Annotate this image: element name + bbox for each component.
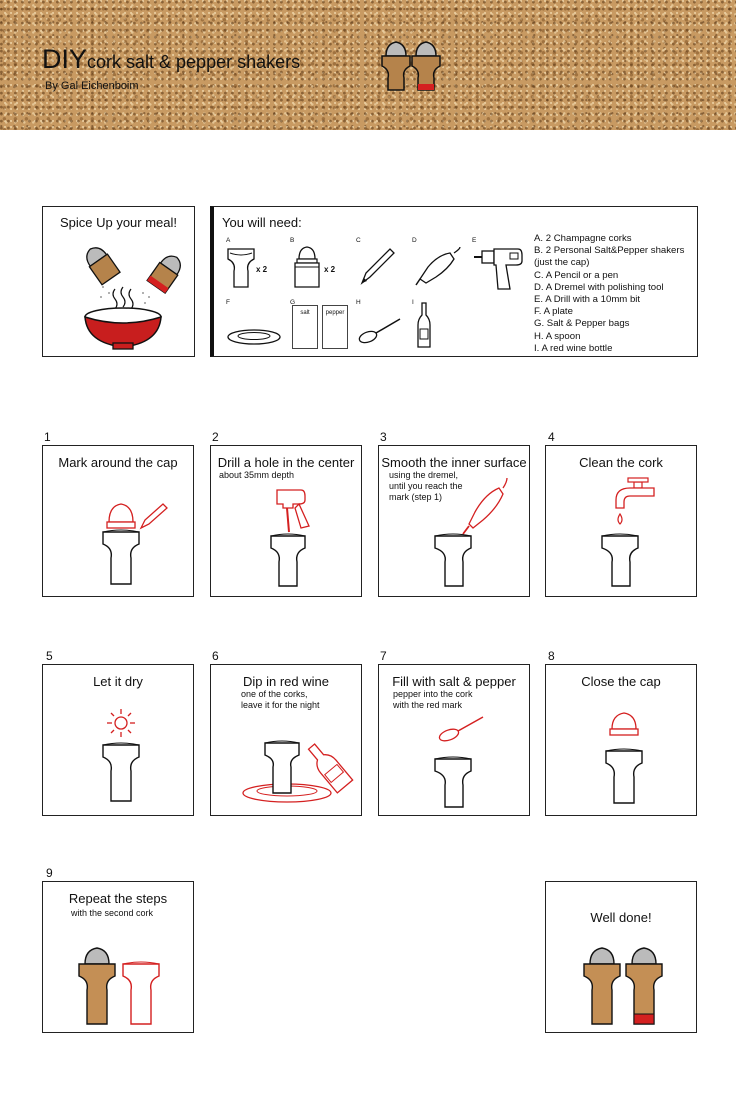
step-panel-1: Mark around the cap bbox=[42, 445, 194, 597]
cork-texture-banner bbox=[0, 0, 736, 130]
step-subtitle: with the red mark bbox=[393, 700, 463, 710]
step-panel-5: Let it dry bbox=[42, 664, 194, 816]
drill-icon bbox=[474, 248, 523, 290]
legend-item: (just the cap) bbox=[534, 257, 590, 269]
step-number: 2 bbox=[212, 430, 219, 444]
step-panel-4: Clean the cork bbox=[545, 445, 697, 597]
step-number: 3 bbox=[380, 430, 387, 444]
step-title: Fill with salt & pepper bbox=[392, 674, 516, 689]
step-title: Smooth the inner surface bbox=[381, 455, 527, 470]
tool-letter: G bbox=[290, 299, 296, 306]
tool-letter: E bbox=[472, 237, 477, 244]
title-diy: DIY bbox=[42, 44, 88, 74]
step-subtitle: leave it for the night bbox=[241, 700, 320, 710]
step-number: 6 bbox=[212, 649, 219, 663]
legend-item: A. 2 Champagne corks bbox=[534, 233, 632, 244]
pencil-icon bbox=[360, 248, 395, 285]
step-subtitle: pepper into the cork bbox=[393, 689, 473, 699]
shaker-icon bbox=[294, 246, 320, 288]
dremel-icon bbox=[415, 246, 461, 286]
legend-item: F. A plate bbox=[534, 306, 573, 318]
step-panel-2: Drill a hole in the center about 35mm de… bbox=[210, 445, 362, 597]
sun-cork-icon bbox=[102, 709, 140, 802]
step-panel-9: Repeat the steps with the second cork bbox=[42, 881, 194, 1033]
step-subtitle: mark (step 1) bbox=[389, 492, 443, 502]
step-number: 1 bbox=[44, 430, 51, 444]
legend-item: C. A Pencil or a pen bbox=[534, 269, 619, 281]
spoon-icon bbox=[358, 318, 401, 344]
quantity-label: x 2 bbox=[256, 265, 268, 274]
tool-letter: D bbox=[412, 237, 417, 244]
intro-title: Spice Up your meal! bbox=[59, 215, 178, 230]
tool-letter: H bbox=[356, 299, 361, 306]
close-cap-icon bbox=[605, 712, 643, 804]
step-number: 9 bbox=[46, 866, 53, 880]
tool-letter: F bbox=[226, 299, 230, 306]
step-title: Mark around the cap bbox=[58, 455, 178, 470]
finale-title: Well done! bbox=[590, 910, 652, 925]
step-panel-7: Fill with salt & pepper pepper into the … bbox=[378, 664, 530, 816]
author-byline: By Gal Eichenboim bbox=[45, 80, 139, 92]
faucet-cork-icon bbox=[601, 477, 655, 587]
second-cork-icon bbox=[78, 947, 160, 1025]
step-number: 7 bbox=[380, 649, 387, 663]
step-number: 5 bbox=[46, 649, 53, 663]
legend-item: E. A Drill with a 10mm bit bbox=[534, 294, 641, 306]
cork-icon bbox=[227, 248, 255, 288]
tool-letter: C bbox=[356, 237, 361, 244]
mark-cork-icon bbox=[102, 503, 168, 585]
tool-letter: A bbox=[226, 237, 231, 244]
pepper-bag: pepper bbox=[322, 305, 348, 349]
page-title: DIYcork salt & pepper shakers bbox=[42, 44, 300, 75]
salt-bag: salt bbox=[292, 305, 318, 349]
step-subtitle: one of the corks, bbox=[241, 689, 308, 699]
intro-panel: Spice Up your meal! bbox=[42, 206, 195, 357]
step-number: 4 bbox=[548, 430, 555, 444]
step-panel-8: Close the cap bbox=[545, 664, 697, 816]
step-title: Clean the cork bbox=[579, 455, 663, 470]
step-title: Let it dry bbox=[93, 674, 143, 689]
legend-item: B. 2 Personal Salt&Pepper shakers bbox=[534, 245, 685, 257]
step-number: 8 bbox=[548, 649, 555, 663]
materials-title: You will need: bbox=[222, 215, 302, 230]
step-subtitle: about 35mm depth bbox=[219, 470, 295, 480]
wine-dip-icon bbox=[242, 740, 354, 803]
step-title: Repeat the steps bbox=[68, 891, 168, 906]
step-panel-6: Dip in red wine one of the corks, leave … bbox=[210, 664, 362, 816]
plate-icon bbox=[227, 329, 281, 345]
legend-item: H. A spoon bbox=[534, 330, 581, 342]
materials-legend: A. 2 Champagne corks B. 2 Personal Salt&… bbox=[534, 233, 684, 355]
legend-item: I. A red wine bottle bbox=[534, 342, 613, 354]
wine-bottle-icon bbox=[417, 302, 431, 348]
spoon-cork-icon bbox=[434, 716, 484, 808]
finished-shakers-icon bbox=[583, 947, 663, 1025]
step-title: Close the cap bbox=[581, 674, 661, 689]
title-rest: cork salt & pepper shakers bbox=[87, 52, 301, 72]
step-title: Dip in red wine bbox=[243, 674, 329, 689]
drill-cork-icon bbox=[270, 489, 310, 587]
seasoning-bowl-icon bbox=[84, 247, 181, 350]
tool-letter: I bbox=[412, 299, 414, 306]
dremel-cork-icon bbox=[434, 477, 508, 587]
finale-panel: Well done! bbox=[545, 881, 697, 1033]
step-subtitle: until you reach the bbox=[389, 481, 463, 491]
quantity-label: x 2 bbox=[324, 265, 336, 274]
step-panel-3: Smooth the inner surface using the dreme… bbox=[378, 445, 530, 597]
step-title: Drill a hole in the center bbox=[217, 455, 355, 470]
header-shakers-icon bbox=[381, 41, 441, 91]
step-subtitle: using the dremel, bbox=[389, 470, 459, 480]
legend-item: D. A Dremel with polishing tool bbox=[534, 281, 664, 293]
tool-letter: B bbox=[290, 237, 295, 244]
legend-item: G. Salt & Pepper bags bbox=[534, 318, 630, 330]
materials-panel: You will need: A B C D E F G H I x 2 x 2… bbox=[210, 206, 698, 357]
step-subtitle: with the second cork bbox=[71, 908, 154, 918]
